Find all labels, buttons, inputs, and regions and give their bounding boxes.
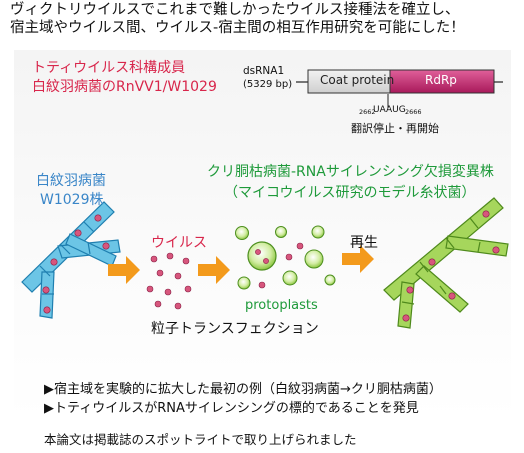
protoplast [304, 249, 324, 269]
virus-particle [428, 258, 436, 266]
genome-size: (5329 bp) [243, 79, 293, 90]
coat-protein-label: Coat protein [320, 73, 395, 87]
finding-2: ▶トティウイルスがRNAサイレンシングの標的であることを発見 [44, 401, 419, 416]
virus-particle [150, 255, 158, 263]
virus-particle [482, 210, 490, 218]
virus-particle [102, 242, 110, 250]
arrow-to-virus [108, 256, 140, 284]
arrow-to-protoplasts [198, 256, 230, 284]
virus-particle [255, 249, 261, 255]
hyphae-blue [21, 201, 121, 319]
restart-note: 翻訳停止・再開始 [351, 122, 439, 135]
virus-particle [402, 314, 410, 322]
restart-position-start: 2662 [359, 108, 376, 116]
virus-particles-in-hyphae [42, 214, 110, 314]
members-label-line-2: 白紋羽病菌のRnVV1/W1029 [32, 79, 217, 95]
transfection-label: 粒子トランスフェクション [151, 321, 319, 337]
virus-particle [184, 285, 192, 293]
virus-particle [146, 285, 154, 293]
virus-particle [448, 292, 456, 300]
virus-particle [182, 257, 190, 265]
virus-particle [42, 286, 50, 294]
virus-particle [156, 269, 164, 277]
protoplasts [235, 225, 336, 290]
headline-line-1: ヴィクトリウイルスでこれまで難しかったウイルス接種法を確立し、 [10, 2, 460, 18]
virus-particle [164, 288, 172, 296]
virus-particle [492, 246, 500, 254]
hyphae-green [383, 197, 509, 329]
finding-1: ▶宿主域を実験的に拡大した最初の例（白紋羽病菌→クリ胴枯病菌） [44, 382, 442, 397]
rdrp-label: RdRp [425, 73, 457, 87]
protoplast [311, 225, 325, 239]
virus-particle [174, 302, 182, 310]
footer-note: 本論文は掲載誌のスポットライトで取り上げられました [44, 432, 357, 447]
genome-map [296, 69, 503, 108]
regeneration-label: 再生 [350, 235, 378, 251]
virus-particle [50, 258, 58, 266]
virus-particles-near-protoplasts [255, 242, 304, 289]
hypha-segment [383, 197, 504, 301]
restart-position-end: 2666 [405, 108, 422, 116]
process-arrows [108, 245, 374, 284]
figure-panel [14, 50, 511, 421]
virus-particle [43, 306, 51, 314]
virus-particle [258, 281, 266, 289]
host-label-line-2: W1029株 [40, 192, 104, 208]
members-label-line-1: トティウイルス科構成員 [32, 60, 186, 76]
protoplast [237, 276, 251, 290]
target-label-line-1: クリ胴枯病菌-RNAサイレンシング欠損変異株 [207, 164, 494, 180]
virus-particle [263, 258, 269, 264]
virus-particle [94, 214, 102, 222]
virus-particles-in-green-hyphae [402, 210, 500, 322]
genome-name: dsRNA1 [243, 65, 285, 77]
virus-particle [174, 272, 182, 280]
virus-particle [154, 300, 162, 308]
protoplast [235, 226, 249, 240]
host-label-line-1: 白紋羽病菌 [36, 173, 106, 189]
arrow-to-regeneration [342, 245, 374, 273]
virus-particle [285, 253, 293, 261]
restart-motif: UAAUG [373, 105, 406, 115]
virus-particle [166, 252, 174, 260]
virus-particle-cloud [146, 252, 192, 310]
target-label-line-2: （マイコウイルス研究のモデル糸状菌） [224, 185, 476, 201]
virus-particle [406, 286, 414, 294]
protoplast-label: protoplasts [245, 298, 318, 313]
virus-particle [74, 229, 82, 237]
virus-label: ウイルス [151, 235, 207, 251]
protoplast [324, 274, 336, 286]
headline-line-2: 宿主域やウイルス間、ウイルス-宿主間の相互作用研究を可能にした！ [10, 20, 465, 36]
protoplast [247, 241, 277, 271]
protoplast [275, 226, 287, 238]
hypha-segment [39, 271, 55, 319]
virus-particle [296, 242, 304, 250]
protoplast [282, 270, 298, 286]
hypha-segment [445, 235, 509, 257]
